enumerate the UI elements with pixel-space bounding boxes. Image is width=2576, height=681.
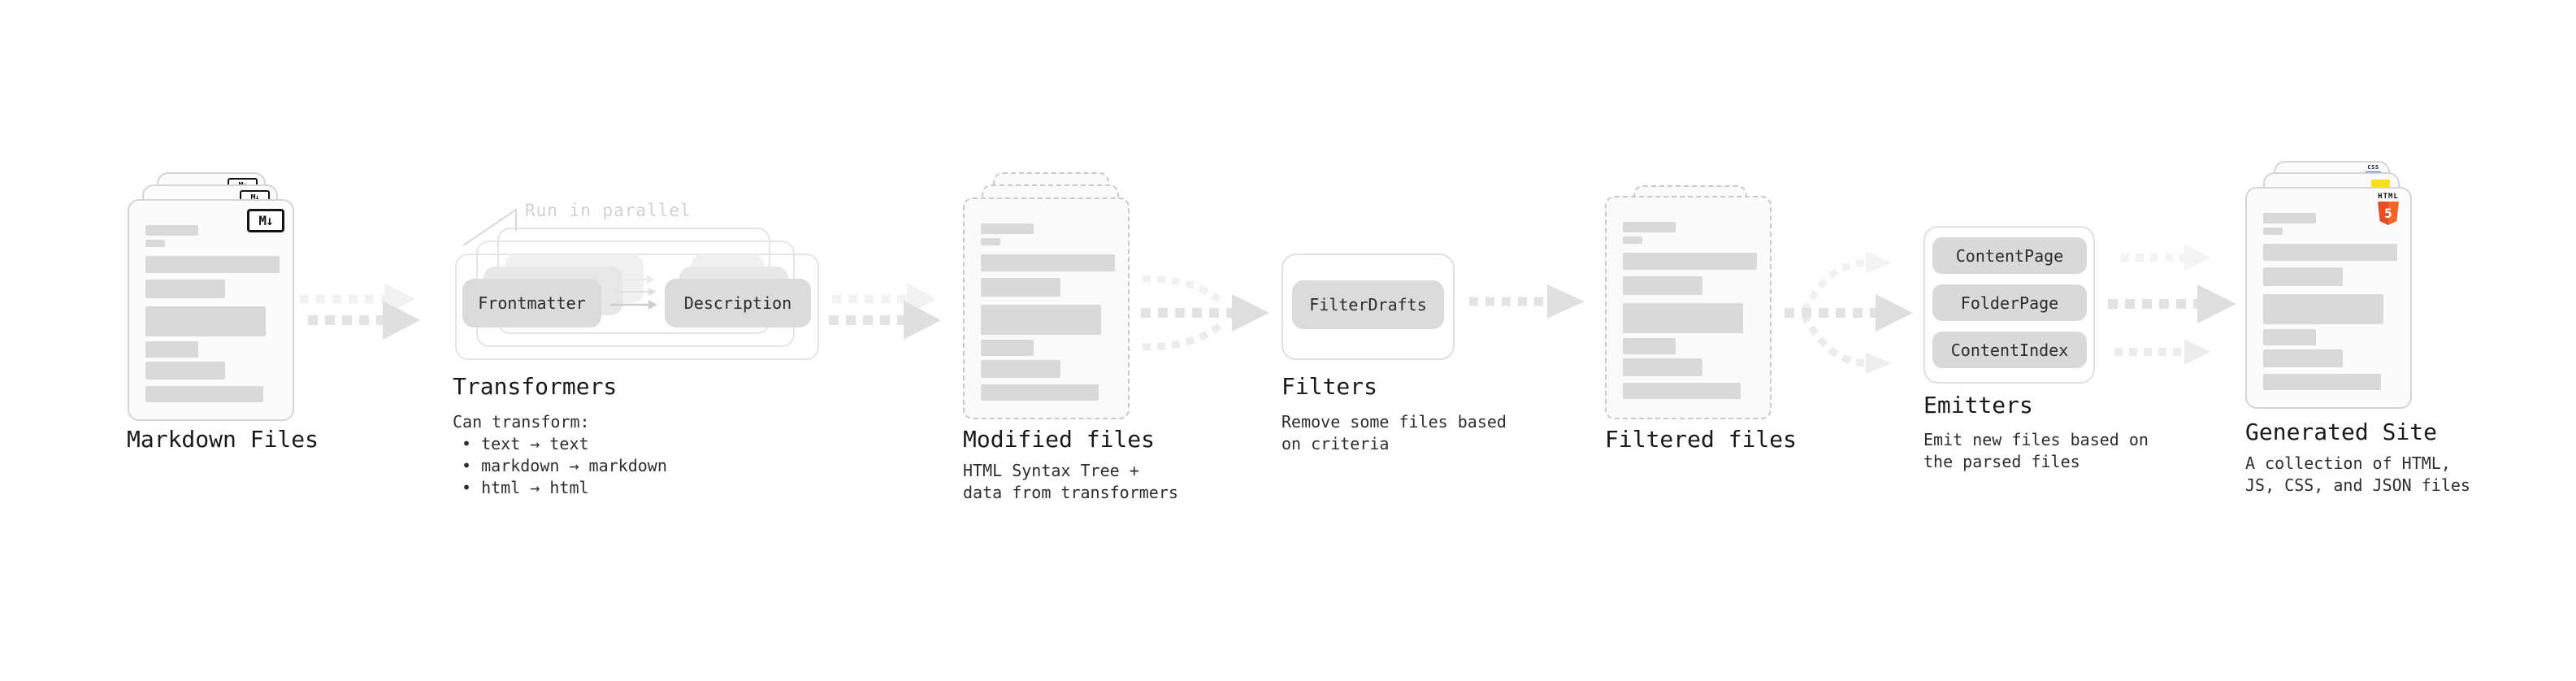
modified-file-card-front	[963, 197, 1130, 419]
note-line: HTML Syntax Tree +	[963, 461, 1139, 480]
note-line: Emit new files based on	[1923, 430, 2149, 449]
document-text-placeholder	[2263, 213, 2397, 390]
text-line-placeholder	[145, 386, 263, 402]
document-text-placeholder	[145, 225, 280, 402]
text-line-placeholder	[145, 240, 165, 247]
emitter-node-contentindex: ContentIndex	[1932, 332, 2087, 368]
site-file-card-html: HTML 5	[2245, 187, 2412, 409]
transformer-run-outline-front	[455, 254, 819, 360]
text-line-placeholder	[981, 360, 1060, 378]
css-icon-label: CSS	[2367, 164, 2379, 171]
stage-label-modified-files: Modified files	[963, 426, 1156, 453]
js-icon	[2371, 180, 2390, 189]
arrow-emitters-to-site	[2108, 245, 2236, 365]
arrow-filtered-to-emitters	[1785, 252, 1913, 374]
stage-label-filters: Filters	[1281, 373, 1378, 400]
text-line-placeholder	[2263, 329, 2316, 345]
text-line-placeholder	[981, 223, 1034, 234]
stage-label-emitters: Emitters	[1923, 392, 2033, 419]
text-line-placeholder	[2263, 374, 2381, 390]
text-line-placeholder	[1623, 276, 1702, 295]
text-line-placeholder	[981, 278, 1060, 297]
text-line-placeholder	[145, 256, 280, 273]
arrow-modified-to-filters	[1141, 275, 1269, 351]
note-line: JS, CSS, and JSON files	[2245, 475, 2470, 495]
note-line: on criteria	[1281, 434, 1390, 453]
text-line-placeholder	[145, 280, 225, 298]
arrow-markdown-to-transformers	[300, 283, 420, 340]
html5-icon-shield: 5	[2378, 202, 2399, 225]
text-line-placeholder	[1623, 303, 1743, 333]
text-line-placeholder	[2263, 294, 2383, 324]
filtered-file-card-front	[1605, 196, 1772, 419]
text-line-placeholder	[145, 225, 198, 236]
stage-note-emitters: Emit new files based on the parsed files	[1923, 429, 2149, 473]
text-line-placeholder	[2263, 244, 2397, 261]
text-line-placeholder	[145, 306, 266, 336]
text-line-placeholder	[981, 254, 1115, 271]
stage-label-generated-site: Generated Site	[2245, 419, 2438, 445]
note-heading: Can transform:	[453, 412, 590, 432]
transformer-node-description: Description	[665, 279, 811, 327]
annotation-leader-line	[462, 208, 517, 246]
note-line: the parsed files	[1923, 452, 2080, 471]
text-line-placeholder	[981, 305, 1101, 335]
text-line-placeholder	[2263, 267, 2343, 286]
transformer-node-frontmatter: Frontmatter	[462, 279, 601, 327]
document-text-placeholder	[1623, 222, 1757, 399]
run-in-parallel-annotation: Run in parallel	[525, 201, 692, 220]
note-line: Remove some files based	[1281, 412, 1507, 432]
text-line-placeholder	[1623, 253, 1757, 270]
emitter-node-contentpage: ContentPage	[1932, 237, 2087, 274]
markdown-file-card-front: M↓	[128, 199, 294, 421]
markdown-icon: M↓	[247, 209, 284, 232]
note-line: A collection of HTML,	[2245, 453, 2451, 473]
filter-node-filterdrafts: FilterDrafts	[1292, 280, 1444, 329]
text-line-placeholder	[1623, 236, 1642, 244]
stage-label-markdown-files: Markdown Files	[127, 426, 319, 453]
text-line-placeholder	[1623, 338, 1676, 354]
stage-note-transformers: Can transform: • text → text • markdown …	[453, 411, 667, 499]
note-bullet: • markdown → markdown	[462, 456, 667, 475]
html5-icon-word: HTML	[2378, 193, 2399, 201]
note-bullet: • html → html	[462, 478, 589, 497]
text-line-placeholder	[2263, 349, 2343, 367]
text-line-placeholder	[981, 340, 1034, 356]
text-line-placeholder	[1623, 383, 1741, 399]
html5-icon: HTML 5	[2373, 193, 2404, 225]
text-line-placeholder	[145, 362, 225, 380]
arrow-filters-to-filtered	[1469, 284, 1585, 319]
emitter-node-folderpage: FolderPage	[1932, 284, 2087, 321]
text-line-placeholder	[2263, 213, 2316, 223]
arrow-transformers-to-modified	[829, 283, 941, 340]
note-line: data from transformers	[963, 483, 1178, 502]
text-line-placeholder	[1623, 358, 1702, 376]
stage-note-filters: Remove some files based on criteria	[1281, 411, 1507, 455]
text-line-placeholder	[1623, 222, 1676, 232]
stage-label-transformers: Transformers	[453, 373, 618, 400]
parallel-mini-arrows	[610, 275, 657, 310]
text-line-placeholder	[145, 341, 198, 358]
text-line-placeholder	[981, 384, 1099, 401]
stage-note-modified-files: HTML Syntax Tree + data from transformer…	[963, 460, 1178, 504]
text-line-placeholder	[981, 238, 1000, 245]
note-bullet: • text → text	[462, 434, 589, 453]
stage-label-filtered-files: Filtered files	[1605, 426, 1798, 453]
stage-note-generated-site: A collection of HTML, JS, CSS, and JSON …	[2245, 453, 2470, 497]
text-line-placeholder	[2263, 228, 2283, 235]
document-text-placeholder	[981, 223, 1115, 401]
